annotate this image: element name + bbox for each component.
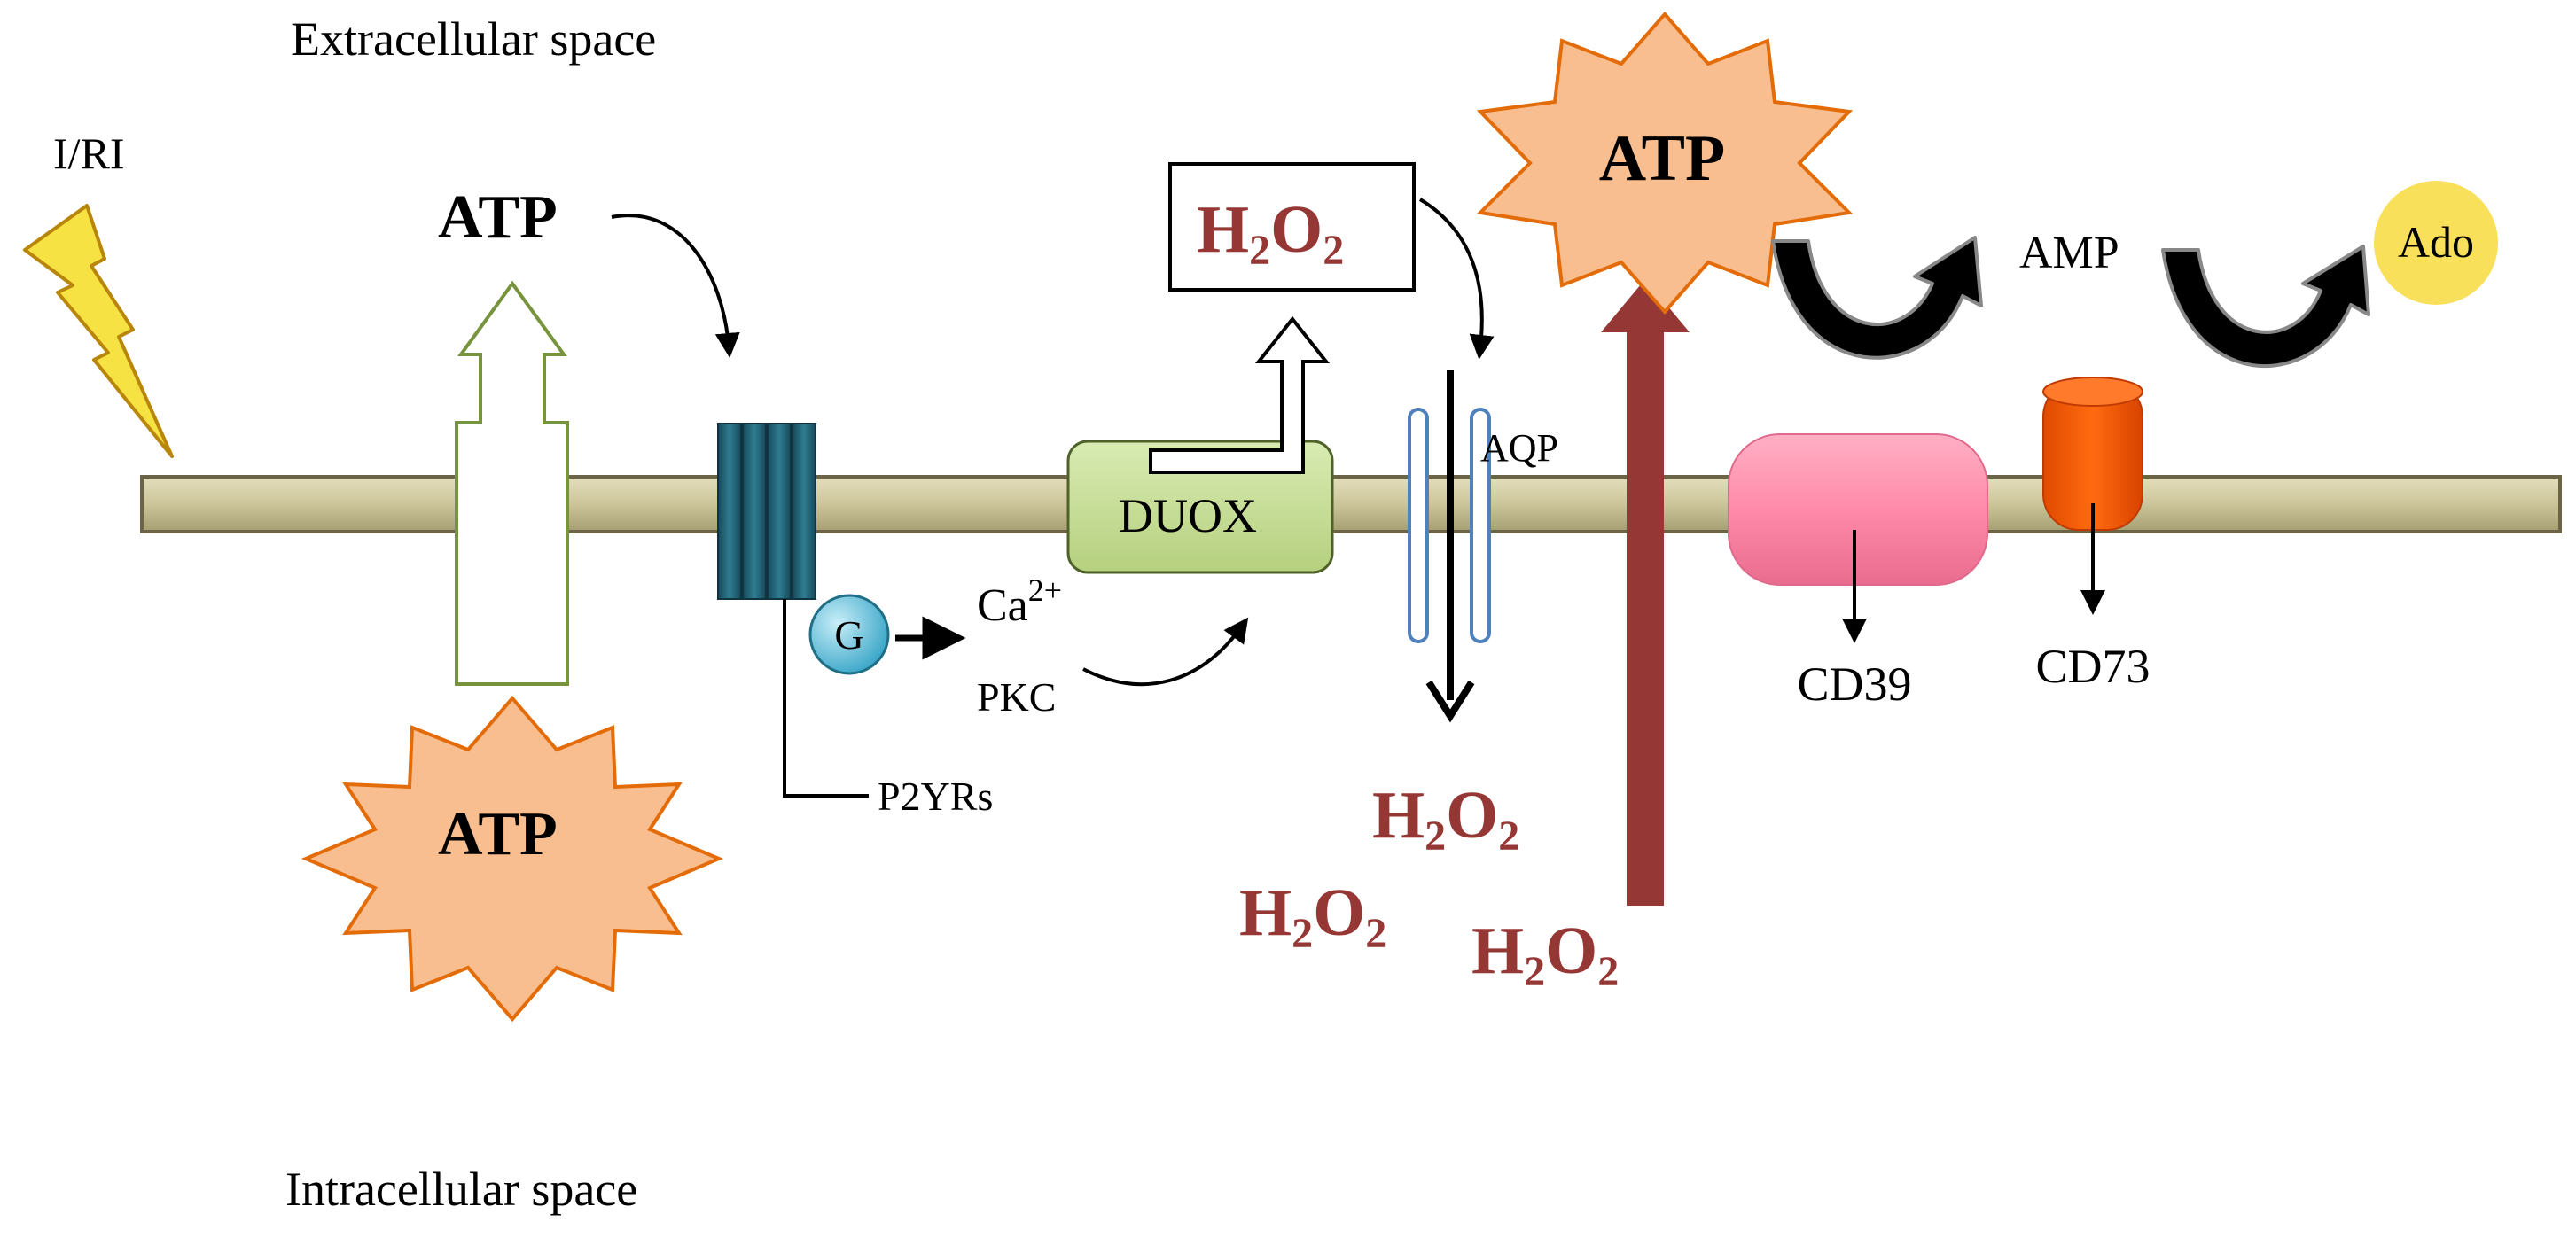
h2o2-h: H [1471, 914, 1524, 988]
cd73-enzyme [2042, 377, 2143, 531]
lightning-bolt-icon [23, 204, 174, 458]
h2o2-sub: 2 [1292, 910, 1313, 957]
calcium-charge: 2+ [1028, 572, 1062, 608]
amp-label: AMP [2019, 228, 2119, 278]
calcium-base: Ca [977, 580, 1028, 631]
h2o2-o: O [1545, 914, 1597, 988]
h2o2-h: H [1239, 876, 1292, 950]
pkc-to-duox-arrow [1082, 617, 1249, 687]
aqp-label: AQP [1480, 426, 1558, 470]
g-protein [808, 594, 890, 675]
p2yrs-label: P2YRs [878, 774, 993, 819]
calcium-label: Ca2+ [977, 572, 1062, 631]
iri-label: I/RI [53, 128, 125, 178]
h2o2-sub: 2 [1249, 227, 1270, 274]
h2o2-sub: 2 [1524, 948, 1545, 995]
cd39-enzyme [1728, 433, 1988, 586]
h2o2-h: H [1372, 778, 1425, 852]
atp-to-amp-curved-arrow [1771, 236, 1983, 360]
h2o2-sub: 2 [1365, 910, 1386, 957]
aqp-channel [1408, 408, 1491, 643]
p2yrs-leader-line [783, 599, 869, 798]
h2o2-extracellular-box [1168, 162, 1416, 292]
atp-intracellular-burst [301, 695, 724, 1023]
atp-large-label: ATP [1599, 122, 1726, 195]
p2y-receptor [717, 423, 816, 600]
h2o2-intracellular-3: H2O2 [1471, 914, 1619, 995]
h2o2-sub: 2 [1323, 227, 1344, 274]
g-protein-label: G [834, 612, 863, 658]
duox-to-h2o2-arrow [1149, 315, 1331, 474]
h2o2-to-aqp-arrow [1418, 198, 1495, 360]
h2o2-intracellular-1: H2O2 [1372, 778, 1519, 860]
atp-release-channel [455, 280, 569, 686]
atp-intracellular-label: ATP [438, 800, 558, 868]
h2o2-sub: 2 [1425, 813, 1446, 860]
cd39-label: CD39 [1797, 658, 1911, 711]
h2o2-o: O [1446, 778, 1498, 852]
h2o2-o: O [1313, 876, 1365, 950]
atp-extracellular-label: ATP [438, 183, 558, 252]
h2o2-sub: 2 [1498, 813, 1519, 860]
adenosine-circle [2374, 181, 2498, 305]
cd73-label: CD73 [2035, 640, 2150, 693]
aqp-arrow-head [1425, 680, 1475, 723]
amp-to-ado-curved-arrow [2161, 245, 2370, 369]
duox-label: DUOX [1119, 489, 1257, 542]
atp-release-arrow [1601, 279, 1690, 906]
ado-label: Ado [2398, 217, 2474, 267]
h2o2-intracellular-2: H2O2 [1239, 876, 1386, 957]
pkc-label: PKC [977, 674, 1056, 720]
h2o2-sub: 2 [1597, 948, 1619, 995]
extracellular-space-label: Extracellular space [291, 12, 656, 66]
atp-to-receptor-arrow [611, 214, 740, 358]
atp-extracellular-burst [1476, 11, 1854, 315]
h2o2-o: O [1270, 192, 1323, 267]
intracellular-space-label: Intracellular space [285, 1163, 637, 1216]
h2o2-h: H [1197, 192, 1249, 267]
h2o2-extracellular-label: H2O2 [1197, 192, 1344, 274]
